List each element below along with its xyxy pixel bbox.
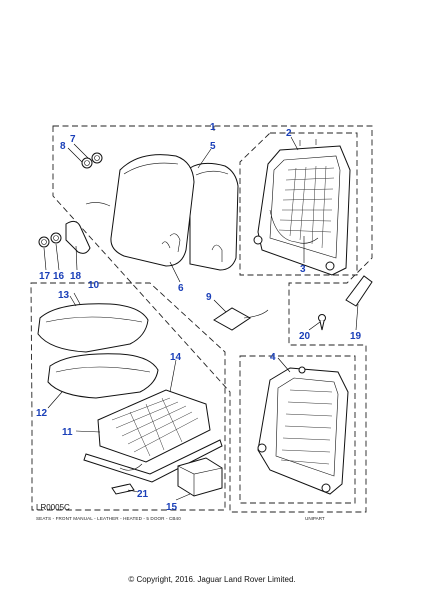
backrest-cover-tab [211, 244, 223, 262]
callout-5: 5 [210, 141, 216, 152]
callout-16: 16 [53, 271, 65, 282]
adjuster-lever [111, 483, 135, 495]
recline-knobs [38, 232, 62, 248]
callout-12: 12 [36, 408, 48, 419]
group-outline-2 [239, 132, 358, 276]
callout-20: 20 [299, 331, 311, 342]
cushion-pad-edge [55, 366, 151, 373]
bolt [318, 314, 326, 331]
backrest-pad-tab-b [161, 241, 171, 249]
callout-7: 7 [70, 134, 76, 145]
backrest-pad-tab-a [169, 233, 181, 253]
callout-19: 19 [350, 331, 362, 342]
adjuster-knobs-top [81, 152, 103, 169]
recline-cover [65, 220, 91, 254]
diagram-caption: SEATS - FRONT MANUAL - LEATHER - HEATED … [36, 516, 181, 521]
callout-17: 17 [39, 271, 51, 282]
supplier-label: UNIPART [305, 516, 325, 521]
callout-1: 1 [210, 122, 216, 133]
leader-lines [43, 126, 359, 501]
callout-15: 15 [166, 502, 178, 513]
callout-21: 21 [137, 489, 149, 500]
callout-10: 10 [88, 280, 100, 291]
callout-2: 2 [286, 128, 292, 139]
backrest-frame [253, 139, 351, 276]
callout-6: 6 [178, 283, 184, 294]
callout-18: 18 [70, 271, 82, 282]
callout-13: 13 [58, 290, 70, 301]
cushion-frame [257, 366, 349, 495]
cushion-pad [47, 353, 159, 399]
backrest-pad-edge [123, 162, 179, 175]
callout-11: 11 [62, 427, 73, 438]
callout-9: 9 [206, 292, 212, 303]
heater-wire [243, 309, 269, 319]
heater-switch-module [177, 457, 223, 497]
diagram-reference: LR0005C [36, 503, 70, 512]
backrest-cover-edge [195, 170, 229, 176]
callout-14: 14 [170, 352, 182, 363]
callout-8: 8 [60, 141, 66, 152]
group-outline-1 [52, 125, 373, 513]
copyright-notice: © Copyright, 2016. Jaguar Land Rover Lim… [128, 575, 296, 584]
cushion-cover-edge [45, 316, 143, 323]
seat-base-assembly [83, 389, 223, 483]
callout-4: 4 [270, 352, 276, 363]
side-trim-panel [345, 275, 373, 307]
group-outline-10 [30, 282, 226, 511]
callout-3: 3 [300, 264, 306, 275]
group-outline-4 [239, 355, 356, 504]
backrest-pad [110, 154, 195, 267]
backrest-cover [189, 162, 239, 271]
recline-cover-line [85, 202, 111, 207]
heater-element-pad [213, 307, 251, 331]
cushion-cover [37, 303, 149, 353]
